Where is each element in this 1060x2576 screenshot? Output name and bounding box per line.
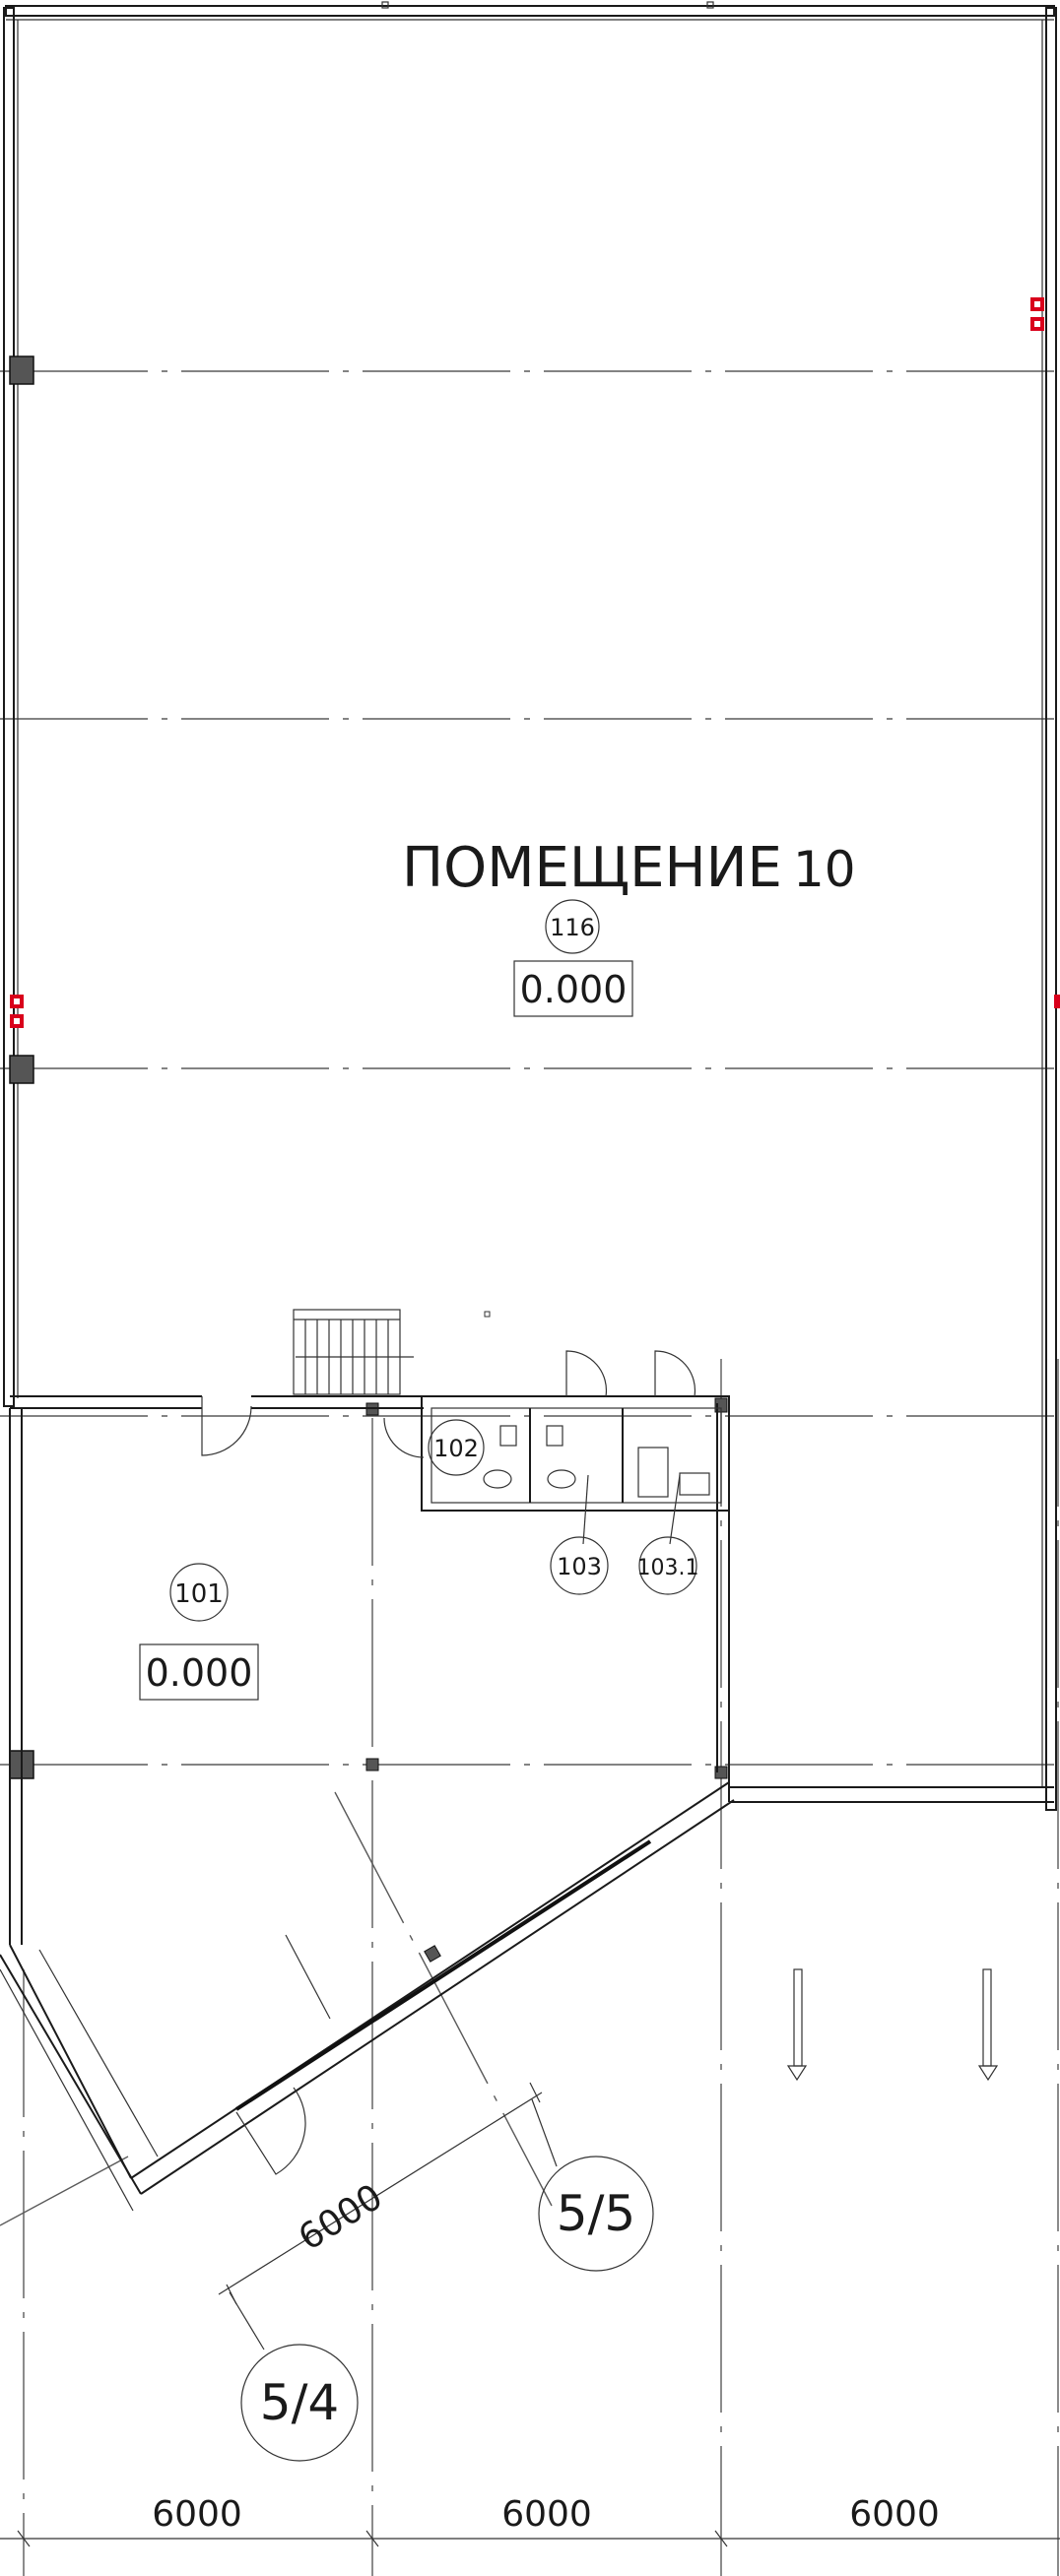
room-1031-circle [638,1536,697,1595]
dimension-label-bottom-1: 6000 [152,2494,242,2535]
room-title-word: ПОМЕЩЕНИЕ [402,836,782,900]
staircase [293,1309,414,1395]
sanitary-block [383,1350,730,1512]
room-103-circle [550,1536,609,1595]
leader-lines [582,1474,681,1545]
section-mark-5-4-circle [240,2344,359,2462]
room-116-number: 116 [550,914,595,941]
section-mark-5-4: 5/4 [240,2344,359,2462]
room-1031-tag: 103.1 [637,1536,699,1595]
section-mark-5-5-label: 5/5 [557,2185,635,2242]
room-101-elevation: 0.000 [146,1651,253,1695]
room-116-elevation-frame [513,960,633,1017]
angled-facade [0,1781,735,2212]
section-mark-5-5-circle [538,2156,654,2272]
room-101-elevation-frame [139,1643,259,1701]
room-102-number: 102 [433,1435,479,1462]
dimension-lines [0,2082,1060,2547]
section-mark-5-5: 5/5 [538,2156,654,2272]
section-mark-5-4-label: 5/4 [260,2374,339,2431]
columns [9,355,728,1963]
dimension-label-bottom-2: 6000 [501,2494,592,2535]
dimension-label-bottom-3: 6000 [849,2494,940,2535]
room-1031-number: 103.1 [637,1556,699,1580]
room-116-circle [545,899,600,954]
external-details [786,1968,999,2082]
room-title-number: 10 [793,841,856,898]
room-102-tag: 102 [428,1419,485,1476]
room-102-circle [428,1419,485,1476]
room-101-circle [169,1563,229,1622]
room-116-tag: ПОМЕЩЕНИЕ 10 116 0.000 [402,836,856,1017]
room-101-tag: 101 0.000 [139,1563,259,1701]
room-101-number: 101 [174,1579,224,1609]
fire-equipment [10,297,1060,1028]
outer-walls [3,1,1057,1811]
room-103-tag: 103 [550,1536,609,1595]
room-103-number: 103 [557,1553,602,1580]
dimension-label-diagonal: 6000 [292,2177,389,2259]
room-116-elevation: 0.000 [520,968,628,1011]
